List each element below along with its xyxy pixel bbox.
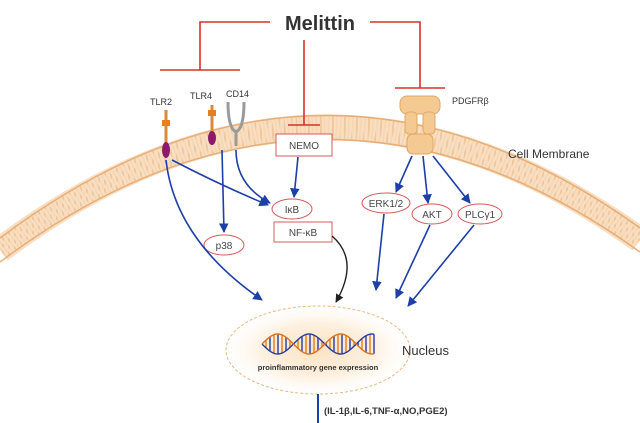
akt-node: [411, 203, 453, 225]
erk-node: [361, 192, 411, 214]
arrow-plcg-to-nucleus: [407, 224, 475, 307]
inhibition-lines: [160, 21, 445, 126]
pdgfr-receptor: [399, 95, 441, 155]
ikb-label: IκB: [285, 205, 300, 216]
tlr4-receptor: [208, 105, 216, 145]
tlr2-receptor: [162, 110, 170, 158]
dna-helix-icon: [261, 333, 375, 355]
pdgfr-label: PDGFRβ: [452, 96, 489, 106]
arrow-nemo-to-ikb: [290, 156, 300, 198]
arrow-erk-to-nucleus: [372, 213, 385, 291]
melittin-title: Melittin: [285, 13, 355, 35]
p38-node: [203, 234, 245, 256]
p38-label: p38: [216, 241, 233, 252]
nfkb-label: NF-κB: [289, 228, 318, 239]
erk-label: ERK1/2: [369, 199, 404, 210]
ikb-node: [271, 198, 313, 220]
plcg-node: [457, 203, 503, 225]
plcg-label: PLCγ1: [465, 210, 495, 221]
arrow-cd14-to-ikb: [235, 149, 271, 204]
arrow-tlr2-to-ikb: [171, 159, 269, 207]
nucleus-label: Nucleus: [402, 343, 449, 358]
cytokine-output-label: (IL-1β,IL-6,TNF-α,NO,PGE2): [324, 406, 448, 417]
activation-arrows: [165, 149, 475, 307]
tlr2-label: TLR2: [150, 97, 172, 107]
nfkb-node: [273, 221, 333, 243]
arrow-tlr4-to-p38: [218, 149, 229, 233]
arrow-akt-to-nucleus: [395, 224, 431, 299]
gene-expression-label: proinflammatory gene expression: [258, 363, 379, 372]
arrow-pdgfr-to-erk: [395, 155, 413, 193]
akt-label: AKT: [422, 210, 441, 221]
cd14-receptor: [226, 101, 246, 146]
cell-membrane-label: Cell Membrane: [508, 147, 590, 161]
arrow-pdgfr-to-akt: [422, 155, 432, 204]
nemo-node: [275, 133, 333, 157]
nemo-label: NEMO: [289, 141, 319, 152]
cd14-label: CD14: [226, 89, 249, 99]
arrow-tlr2-to-nucleus: [165, 159, 263, 301]
arrow-nfkb-to-nucleus: [331, 235, 348, 303]
arrow-pdgfr-to-plcg: [432, 155, 471, 204]
tlr4-label: TLR4: [190, 91, 212, 101]
